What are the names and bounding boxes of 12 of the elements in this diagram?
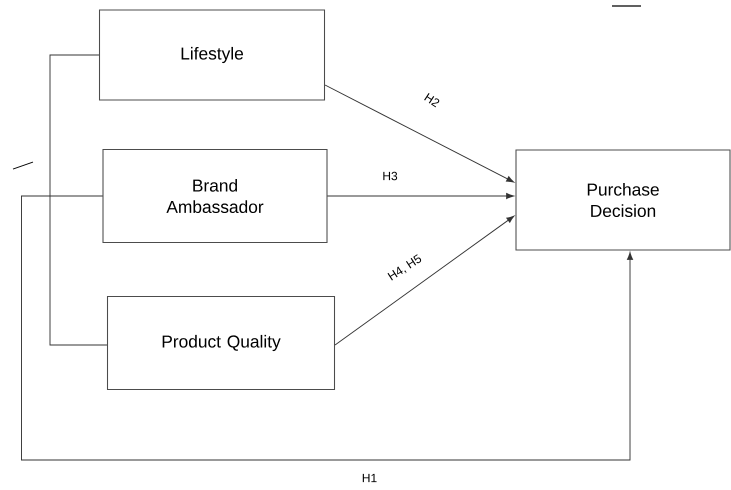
box: Brand Ambassador <box>102 148 328 244</box>
arrow <box>327 193 514 200</box>
arrow <box>324 84 514 183</box>
edge-label: H1 <box>360 472 378 484</box>
box: Product Quality <box>106 296 336 390</box>
edge-label: H4, H5 <box>384 252 426 284</box>
arrow <box>334 216 514 346</box>
edge-label: H2 <box>421 90 443 110</box>
arrow <box>21 196 634 460</box>
edge-label: H3 <box>381 170 399 182</box>
box: Purchase Decision <box>515 149 731 251</box>
box: Lifestyle <box>98 9 326 101</box>
